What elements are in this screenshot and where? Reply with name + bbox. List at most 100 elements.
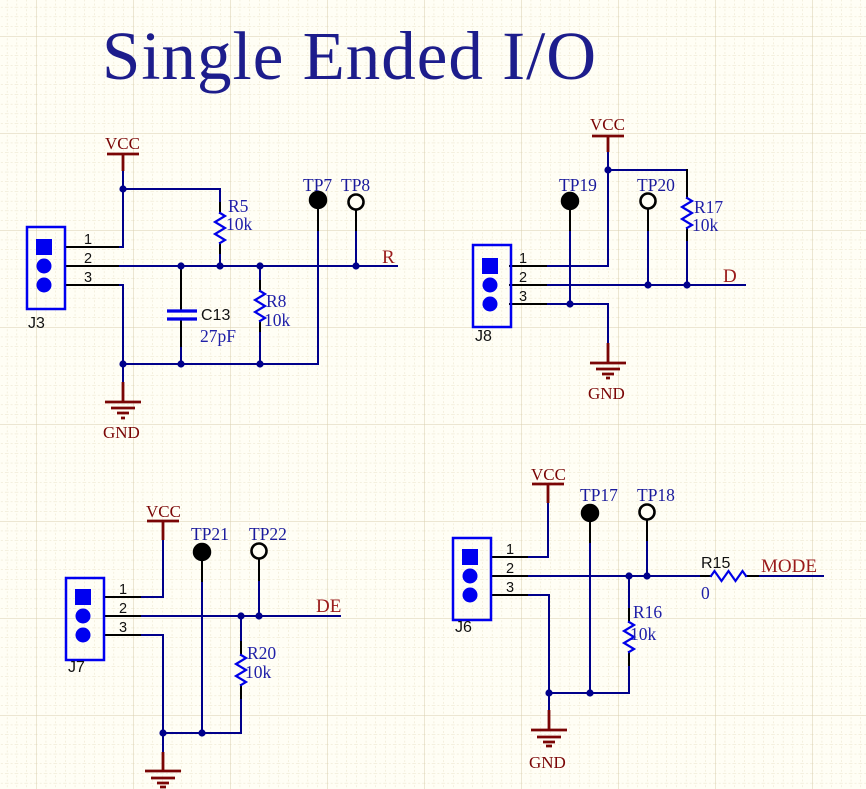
connector-j3-pin3-pad[interactable] bbox=[36, 277, 52, 293]
resistor-r15-body[interactable] bbox=[709, 569, 748, 583]
resistor-r8-designator[interactable]: R8 bbox=[266, 291, 287, 311]
connector-j7-pin1-pad[interactable] bbox=[75, 589, 91, 605]
connector-j3-designator[interactable]: J3 bbox=[28, 315, 45, 332]
vcc-label[interactable]: VCC bbox=[590, 115, 625, 134]
vcc-symbol[interactable] bbox=[107, 152, 139, 171]
resistor-r5-value[interactable]: 10k bbox=[226, 214, 253, 234]
connector-j7-pin3-pad[interactable] bbox=[75, 627, 91, 643]
vcc-symbol[interactable] bbox=[147, 519, 179, 540]
connector-j6-designator[interactable]: J6 bbox=[455, 619, 472, 636]
vcc-symbol[interactable] bbox=[532, 482, 564, 503]
pin-number-1: 1 bbox=[519, 251, 527, 267]
resistor-r17-value[interactable]: 10k bbox=[692, 215, 719, 235]
pin-number-2: 2 bbox=[519, 270, 527, 286]
testpoint-tp8-label[interactable]: TP8 bbox=[341, 175, 370, 195]
pin-number-3: 3 bbox=[84, 270, 92, 286]
connector-j8-pin3-pad[interactable] bbox=[482, 296, 498, 312]
pin-number-3: 3 bbox=[506, 580, 514, 596]
gnd-symbol[interactable] bbox=[531, 710, 567, 748]
connector-j6-pin3-pad[interactable] bbox=[462, 587, 478, 603]
resistor-r8-body[interactable] bbox=[252, 289, 268, 323]
connector-j8-designator[interactable]: J8 bbox=[475, 328, 492, 345]
vcc-label[interactable]: VCC bbox=[146, 502, 181, 521]
testpoint-tp19[interactable] bbox=[560, 191, 580, 211]
connector-j8-body[interactable] bbox=[471, 243, 513, 329]
pins[interactable] bbox=[103, 558, 260, 699]
capacitor-c13-designator[interactable]: C13 bbox=[201, 307, 230, 324]
gnd-symbol[interactable] bbox=[590, 343, 626, 380]
net-label-d[interactable]: D bbox=[723, 266, 737, 287]
resistor-r16-body[interactable] bbox=[621, 620, 637, 654]
testpoint-tp7[interactable] bbox=[308, 190, 328, 210]
connector-j6-body[interactable] bbox=[451, 536, 493, 622]
resistor-r17-designator[interactable]: R17 bbox=[694, 197, 723, 217]
testpoint-tp21[interactable] bbox=[192, 542, 212, 562]
circuit-j6-mode: VCC GND MODE R15 0 R16 10k TP17 TP18 J6 … bbox=[451, 465, 824, 772]
capacitor-c13-value[interactable]: 27pF bbox=[200, 326, 236, 346]
resistor-r20-body[interactable] bbox=[233, 653, 249, 687]
testpoint-tp18-label[interactable]: TP18 bbox=[637, 485, 675, 505]
junction-dots bbox=[545, 572, 651, 697]
testpoint-tp19-label[interactable]: TP19 bbox=[559, 175, 597, 195]
testpoint-tp20-label[interactable]: TP20 bbox=[637, 175, 675, 195]
testpoint-tp8[interactable] bbox=[347, 193, 365, 211]
connector-j7-pin2-pad[interactable] bbox=[75, 608, 91, 624]
pin-number-3: 3 bbox=[119, 620, 127, 636]
testpoint-tp17-label[interactable]: TP17 bbox=[580, 485, 618, 505]
pin-number-2: 2 bbox=[84, 251, 92, 267]
resistor-r5-body[interactable] bbox=[212, 211, 228, 245]
resistor-r8-value[interactable]: 10k bbox=[264, 310, 291, 330]
resistor-r16-value[interactable]: 10k bbox=[630, 624, 657, 644]
connector-j6-pin2-pad[interactable] bbox=[462, 568, 478, 584]
pin-number-1: 1 bbox=[506, 542, 514, 558]
capacitor-c13-body[interactable] bbox=[167, 309, 197, 321]
junction-dots bbox=[566, 166, 691, 308]
gnd-symbol[interactable] bbox=[105, 382, 141, 420]
pin-number-1: 1 bbox=[119, 582, 127, 598]
connector-j8-pin2-pad[interactable] bbox=[482, 277, 498, 293]
connector-j3-body[interactable] bbox=[25, 225, 67, 311]
sheet-title[interactable]: Single Ended I/O bbox=[102, 18, 597, 94]
testpoint-tp20[interactable] bbox=[639, 192, 657, 210]
testpoint-tp7-label[interactable]: TP7 bbox=[303, 175, 332, 195]
testpoint-tp21-label[interactable]: TP21 bbox=[191, 524, 229, 544]
resistor-r16-designator[interactable]: R16 bbox=[633, 602, 662, 622]
testpoint-tp22[interactable] bbox=[250, 542, 268, 560]
vcc-label[interactable]: VCC bbox=[105, 134, 140, 153]
gnd-label[interactable]: GND bbox=[588, 384, 625, 403]
connector-j3-pin1-pad[interactable] bbox=[36, 239, 52, 255]
circuit-j3-r: VCC GND R R5 10k R8 10k C13 27pF TP7 TP8… bbox=[25, 134, 398, 442]
pins[interactable] bbox=[490, 519, 759, 666]
net-label-mode[interactable]: MODE bbox=[761, 556, 817, 577]
testpoint-tp22-label[interactable]: TP22 bbox=[249, 524, 287, 544]
connector-j8-pin1-pad[interactable] bbox=[482, 258, 498, 274]
junction-dots bbox=[119, 185, 360, 368]
pins[interactable] bbox=[509, 169, 688, 305]
gnd-label[interactable]: GND bbox=[529, 753, 566, 772]
junction-dots bbox=[159, 612, 263, 737]
resistor-r5-designator[interactable]: R5 bbox=[228, 196, 249, 216]
connector-j3-pin2-pad[interactable] bbox=[36, 258, 52, 274]
connector-j7-designator[interactable]: J7 bbox=[68, 659, 85, 676]
pins[interactable] bbox=[64, 202, 357, 347]
testpoint-tp18[interactable] bbox=[638, 503, 656, 521]
pin-number-2: 2 bbox=[506, 561, 514, 577]
net-label-r[interactable]: R bbox=[382, 247, 395, 268]
vcc-label[interactable]: VCC bbox=[531, 465, 566, 484]
vcc-symbol[interactable] bbox=[592, 134, 624, 152]
resistor-r20-value[interactable]: 10k bbox=[245, 662, 272, 682]
connector-j7-body[interactable] bbox=[64, 576, 106, 662]
resistor-r17-body[interactable] bbox=[679, 196, 695, 230]
connector-j6-pin1-pad[interactable] bbox=[462, 549, 478, 565]
resistor-r20-designator[interactable]: R20 bbox=[247, 643, 276, 663]
gnd-symbol[interactable] bbox=[145, 752, 181, 789]
pin-number-3: 3 bbox=[519, 289, 527, 305]
circuit-j8-d: VCC GND D R17 10k TP19 TP20 J8 1 2 3 bbox=[471, 115, 746, 403]
resistor-r15-designator[interactable]: R15 bbox=[701, 555, 730, 572]
net-label-de[interactable]: DE bbox=[316, 596, 341, 617]
resistor-r15-value[interactable]: 0 bbox=[701, 583, 710, 603]
testpoint-tp17[interactable] bbox=[580, 503, 600, 523]
gnd-label[interactable]: GND bbox=[103, 423, 140, 442]
